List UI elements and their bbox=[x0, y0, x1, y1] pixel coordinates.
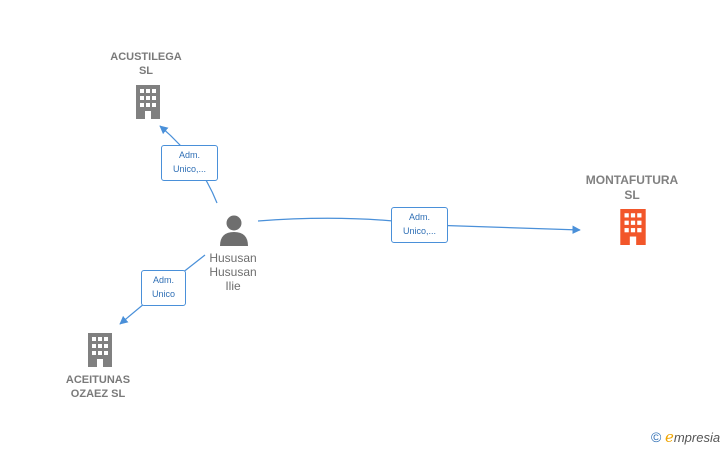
edge-label-role: Adm. bbox=[178, 150, 200, 160]
edge-label-type: Unico,... bbox=[172, 164, 206, 174]
edge-label-role: Adm. bbox=[408, 212, 430, 222]
edge-label-aceitunas[interactable]: Adm. Unico bbox=[141, 270, 186, 306]
edge-label-role: Adm. bbox=[152, 275, 174, 285]
brand-logo-text: mpresia bbox=[673, 430, 721, 445]
node-montafutura-suffix: SL bbox=[624, 188, 640, 202]
person-first-name: Hususan bbox=[209, 251, 257, 265]
node-montafutura-label[interactable]: MONTAFUTURA SL bbox=[576, 173, 688, 203]
edge-label-type: Unico,... bbox=[402, 226, 436, 236]
building-icon[interactable] bbox=[85, 333, 115, 367]
edge-label-montafutura[interactable]: Adm. Unico,... bbox=[391, 207, 448, 243]
person-label[interactable]: Hususan Hususan Ilie bbox=[196, 251, 270, 293]
node-aceitunas-suffix: OZAEZ SL bbox=[70, 388, 126, 400]
node-acustilega-name: ACUSTILEGA bbox=[110, 51, 182, 63]
edge-label-acustilega[interactable]: Adm. Unico,... bbox=[161, 145, 218, 181]
building-icon[interactable] bbox=[617, 209, 649, 245]
copyright-icon: © bbox=[651, 429, 662, 445]
node-montafutura-name: MONTAFUTURA bbox=[585, 173, 679, 187]
person-middle-name: Hususan bbox=[209, 265, 257, 279]
edge-label-type: Unico bbox=[151, 289, 175, 299]
building-icon[interactable] bbox=[133, 85, 163, 119]
node-acustilega-suffix: SL bbox=[138, 65, 154, 77]
brand-logo-initial: e bbox=[664, 428, 674, 446]
footer-brand: © empresia bbox=[651, 428, 720, 447]
person-last-name: Ilie bbox=[225, 279, 241, 293]
node-acustilega-label[interactable]: ACUSTILEGA SL bbox=[104, 50, 188, 78]
person-icon[interactable] bbox=[219, 214, 249, 246]
node-aceitunas-name: ACEITUNAS bbox=[65, 374, 131, 386]
node-aceitunas-label[interactable]: ACEITUNAS OZAEZ SL bbox=[52, 373, 144, 401]
